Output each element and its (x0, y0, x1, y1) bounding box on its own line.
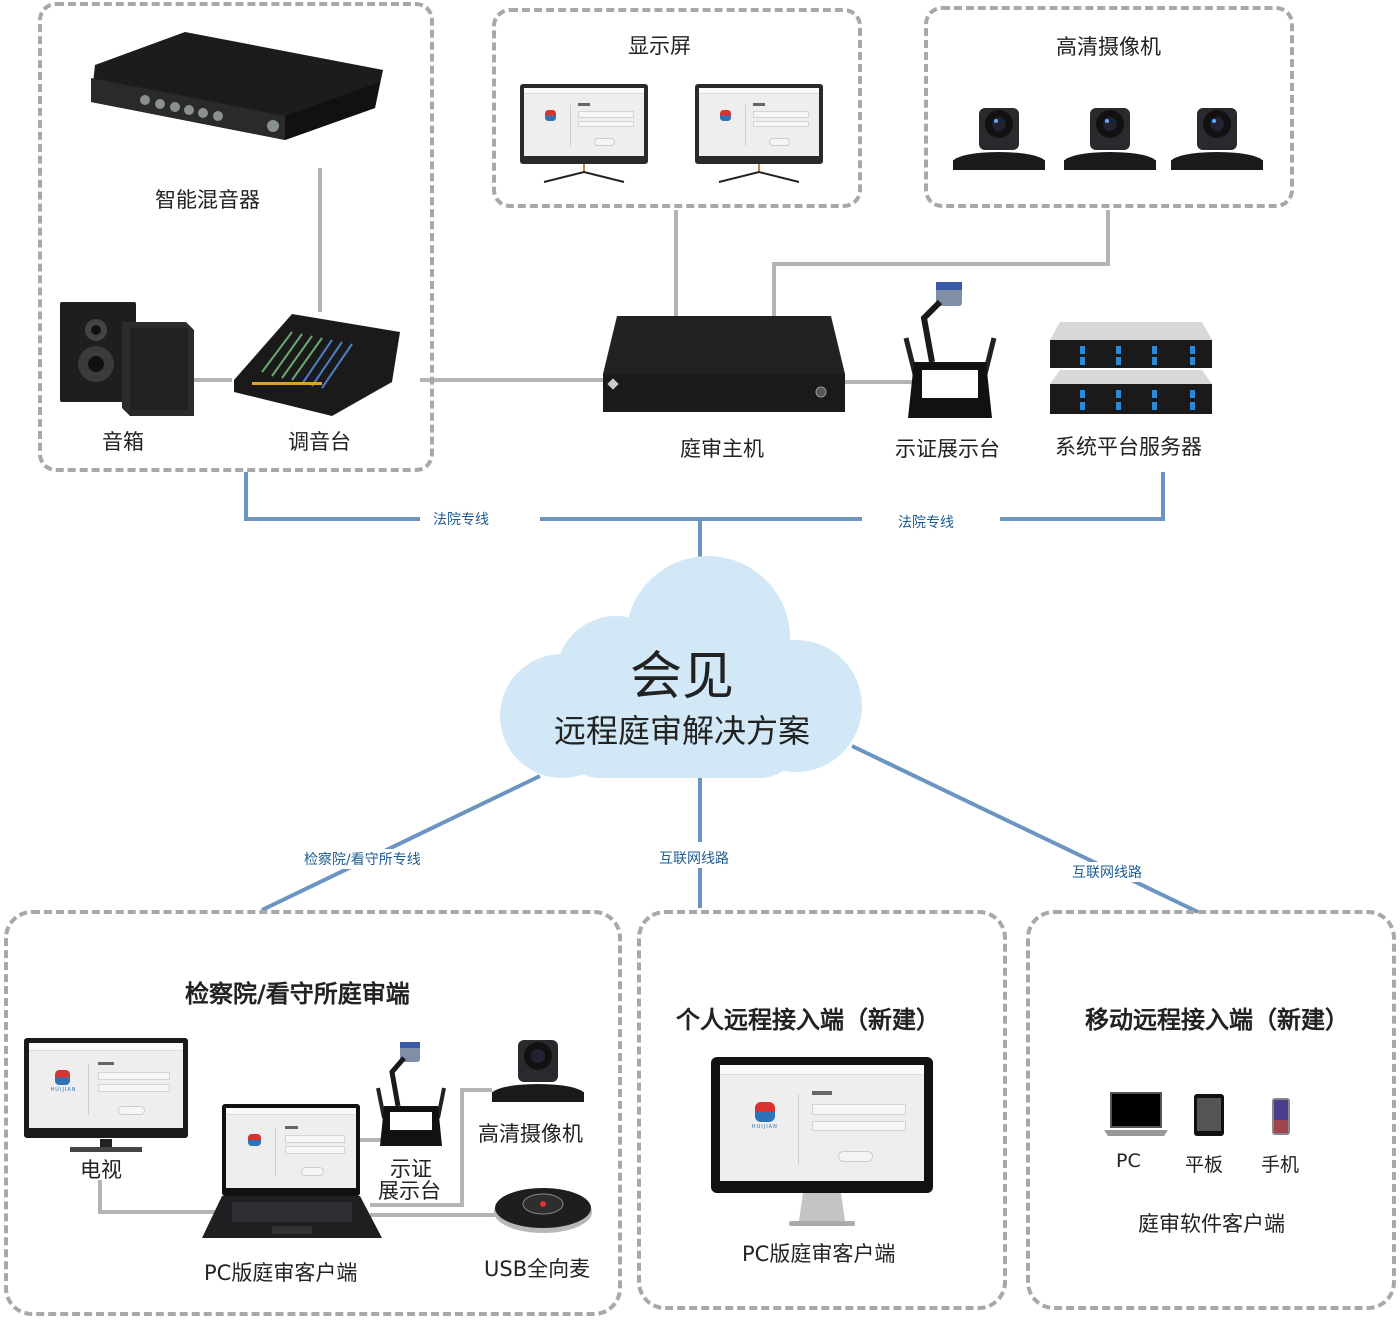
document-camera-label-2: 示证 (390, 1158, 432, 1180)
wire-pc-camera (370, 1088, 492, 1207)
display-group-title: 显示屏 (628, 34, 691, 58)
court-host-label: 庭审主机 (680, 437, 764, 461)
speaker-label: 音箱 (102, 430, 144, 454)
imac-device: HUIJIAN (711, 1057, 933, 1229)
mixer-label: 智能混音器 (155, 188, 260, 212)
display-screen-1 (520, 84, 648, 184)
display-screen-2 (695, 84, 823, 184)
laptop-device (202, 1104, 382, 1242)
personal-pc-label: PC版庭审客户端 (742, 1242, 896, 1266)
usb-microphone-label: USB全向麦 (484, 1257, 591, 1281)
hd-camera-3 (1171, 106, 1263, 172)
procuratorate-link-label: 检察院/看守所专线 (300, 849, 425, 869)
usb-microphone-device (494, 1184, 592, 1234)
cloud-title: 会见 (629, 647, 734, 707)
tv-device: HUIJIAN (24, 1038, 188, 1152)
console-label: 调音台 (288, 430, 351, 454)
court-link-label-left: 法院专线 (429, 509, 493, 529)
line-court-left-a (244, 472, 420, 521)
speaker-device (60, 302, 196, 418)
phone-icon (1272, 1098, 1290, 1135)
line-cloud-mobile (851, 744, 1199, 914)
mobile-device-label-pc: PC (1116, 1150, 1141, 1172)
mixing-console-device (232, 312, 402, 417)
document-camera-label-line2: 展示台 (378, 1179, 441, 1203)
wire-tv-pc (98, 1180, 222, 1214)
court-link-label-right: 法院专线 (894, 512, 958, 532)
hd-camera-2 (1064, 106, 1156, 172)
audio-group-box (38, 2, 434, 472)
smart-mixer-device (85, 30, 385, 140)
court-host-device (603, 314, 845, 414)
cloud-hub: 会见 远程庭审解决方案 (500, 556, 864, 780)
mobile-title: 移动远程接入端（新建） (1085, 1006, 1349, 1034)
laptop-icon (1104, 1092, 1168, 1138)
hd-camera-4 (492, 1038, 584, 1104)
hd-camera-label-2: 高清摄像机 (478, 1122, 583, 1146)
tablet-icon (1194, 1094, 1224, 1136)
wire-camera-host (772, 210, 1110, 316)
cloud-shape (500, 556, 862, 778)
line-court-right-b (1000, 472, 1165, 521)
tv-label: 电视 (80, 1158, 122, 1182)
platform-server-device (1050, 322, 1212, 416)
display-group-box (492, 8, 862, 208)
line-cloud-procuratorate (261, 774, 541, 912)
mobile-box (1026, 910, 1396, 1310)
cloud-subtitle: 远程庭审解决方案 (553, 712, 810, 750)
camera-group-box (924, 6, 1294, 208)
camera-group-title: 高清摄像机 (1056, 35, 1161, 59)
mobile-link-label: 互联网线路 (1068, 862, 1146, 882)
hd-camera-1 (953, 106, 1045, 172)
mobile-footer-label: 庭审软件客户端 (1138, 1212, 1285, 1236)
document-camera-device-2 (372, 1040, 450, 1148)
platform-server-label: 系统平台服务器 (1055, 435, 1202, 459)
mobile-device-label-tablet: 平板 (1185, 1154, 1224, 1176)
personal-link-label: 互联网线路 (655, 848, 733, 868)
procuratorate-title: 检察院/看守所庭审端 (185, 980, 410, 1008)
document-camera-label: 示证展示台 (895, 437, 1000, 461)
pc-client-label: PC版庭审客户端 (204, 1261, 358, 1285)
document-camera-label-line1: 示证 (390, 1157, 432, 1181)
procuratorate-box (4, 910, 622, 1316)
personal-box (637, 910, 1007, 1310)
mobile-device-label-phone: 手机 (1261, 1154, 1300, 1176)
personal-title: 个人远程接入端（新建） (676, 1006, 940, 1034)
document-camera-device (900, 278, 1000, 418)
